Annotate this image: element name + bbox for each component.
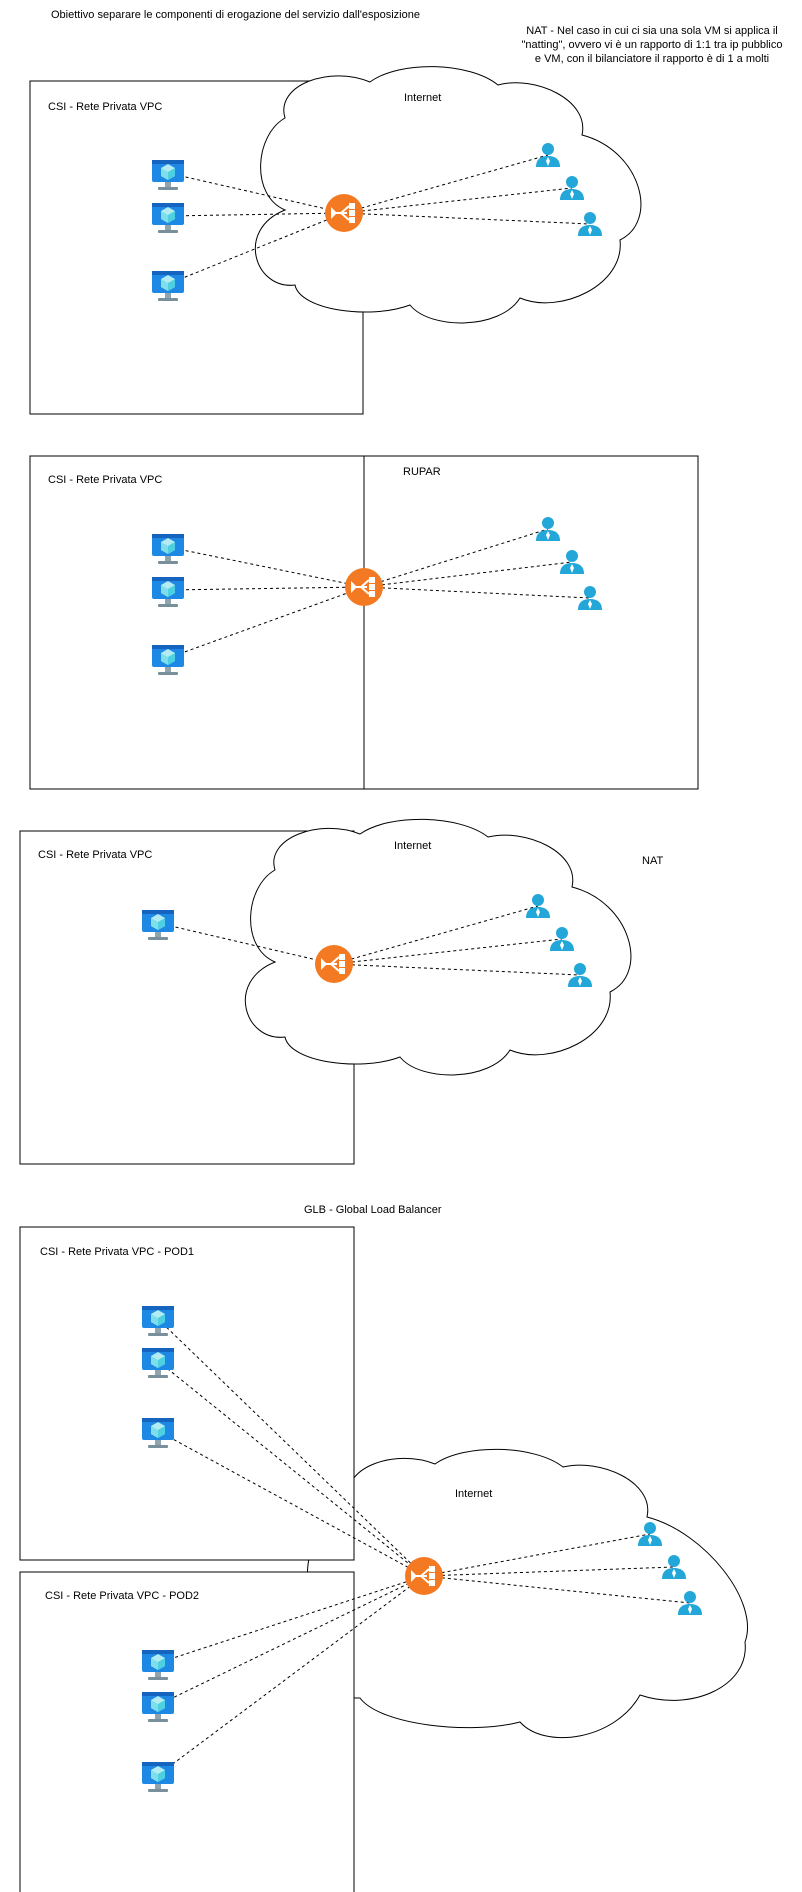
connections — [167, 528, 591, 659]
nat-note-line1: NAT - Nel caso in cui ci sia una sola VM… — [526, 25, 777, 37]
vpc-label: CSI - Rete Privata VPC — [48, 101, 162, 113]
vpc-label: CSI - Rete Privata VPC — [38, 849, 152, 861]
internet-cloud — [255, 66, 642, 324]
diagram-3: CSI - Rete Privata VPC Internet NAT — [19, 818, 663, 1165]
diagram-4: GLB - Global Load Balancer CSI - Rete Pr… — [19, 1204, 748, 1892]
cloud-label: Internet — [455, 1488, 492, 1500]
internet-cloud — [245, 818, 632, 1076]
connections — [167, 154, 591, 285]
pod2-label: CSI - Rete Privata VPC - POD2 — [45, 1590, 199, 1602]
internet-cloud — [307, 1448, 748, 1739]
load-balancer-icon — [314, 944, 354, 984]
zone-label: RUPAR — [403, 466, 441, 478]
nat-label: NAT — [642, 855, 663, 867]
load-balancer-icon — [324, 193, 364, 233]
nat-note-line3: e VM, con il bilanciatore il rapporto è … — [535, 53, 769, 65]
load-balancer-icon — [404, 1556, 444, 1596]
pod2-box — [19, 1571, 355, 1892]
cloud-label: Internet — [404, 92, 441, 104]
nat-note-line2: "natting", ovvero vi è un rapporto di 1:… — [522, 39, 783, 51]
load-balancer-icon — [344, 567, 384, 607]
connections — [157, 1318, 691, 1776]
diagram-2: CSI - Rete Privata VPC RUPAR — [29, 455, 699, 790]
vpc-label: CSI - Rete Privata VPC — [48, 474, 162, 486]
glb-title: GLB - Global Load Balancer — [304, 1204, 442, 1216]
diagram-1: CSI - Rete Privata VPC Internet — [29, 66, 642, 415]
cloud-label: Internet — [394, 840, 431, 852]
connections — [157, 905, 581, 976]
diagram-title: Obiettivo separare le componenti di erog… — [51, 9, 420, 21]
pod1-label: CSI - Rete Privata VPC - POD1 — [40, 1246, 194, 1258]
pod1-box — [19, 1226, 355, 1561]
